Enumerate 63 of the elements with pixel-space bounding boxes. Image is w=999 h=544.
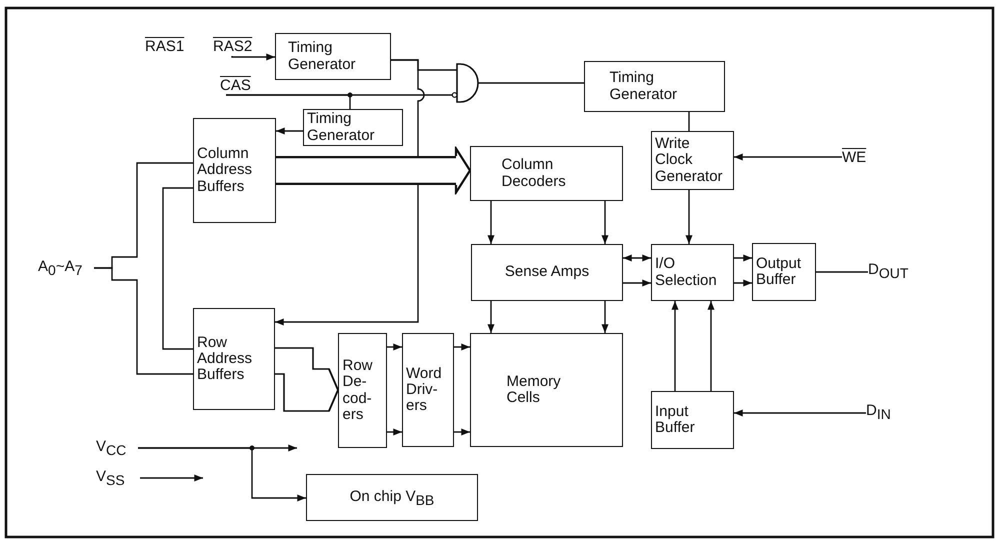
arrow xyxy=(734,280,752,286)
connector-line xyxy=(478,82,584,84)
arrow xyxy=(734,410,866,416)
arrow xyxy=(488,201,494,244)
function-block xyxy=(584,61,725,112)
connector-line xyxy=(688,112,690,131)
function-block xyxy=(303,109,403,146)
function-block xyxy=(651,131,734,190)
function-block xyxy=(651,244,734,301)
block-label: Column Decoders xyxy=(502,157,567,190)
function-block xyxy=(338,333,387,448)
block-label: Write Clock Generator xyxy=(655,136,724,185)
block-label: Timing Generator xyxy=(288,40,357,73)
block-label: Timing Generator xyxy=(307,111,376,144)
arrow xyxy=(686,190,692,244)
arrow xyxy=(602,201,608,244)
signal-label: CAS xyxy=(220,76,251,95)
connector-line xyxy=(816,271,868,273)
function-block xyxy=(470,333,623,447)
block-label: Sense Amps xyxy=(504,264,590,281)
arrow xyxy=(231,54,275,60)
block-label: Memory Cells xyxy=(506,374,562,406)
arrow xyxy=(734,254,752,262)
arrow xyxy=(623,254,651,262)
arrow xyxy=(454,428,470,436)
block-label: Row De- cod- ers xyxy=(342,358,374,423)
connector-line xyxy=(162,187,193,350)
block-label: Column Address Buffers xyxy=(197,146,254,195)
signal-label: WE xyxy=(842,148,866,167)
signal-label: RAS1 xyxy=(145,37,184,56)
function-block xyxy=(193,118,276,223)
function-block xyxy=(651,391,734,449)
function-block xyxy=(306,474,478,521)
block-label: I/O Selection xyxy=(655,256,718,289)
block-label: Row Address Buffers xyxy=(197,334,254,384)
connector-line xyxy=(226,94,351,109)
arrow xyxy=(138,447,306,502)
arrow xyxy=(602,301,608,333)
arrow xyxy=(276,128,303,134)
block-label: Timing Generator xyxy=(610,70,678,103)
arrow xyxy=(488,301,494,333)
arrow xyxy=(387,344,402,350)
arrow xyxy=(387,428,402,436)
block-label: Word Driv- ers xyxy=(406,366,443,414)
arrow xyxy=(672,301,678,391)
signal-label: RAS2 xyxy=(213,37,252,56)
arrow xyxy=(734,154,842,160)
function-block xyxy=(471,244,623,301)
bus-arrow xyxy=(274,347,339,412)
arrow xyxy=(140,474,203,482)
function-block xyxy=(470,146,623,201)
function-block xyxy=(402,333,454,447)
arrow xyxy=(454,344,470,350)
function-block xyxy=(752,243,816,301)
function-block xyxy=(275,33,391,80)
function-block xyxy=(193,308,275,410)
arrow xyxy=(275,59,425,326)
block-label: Output Buffer xyxy=(756,256,802,288)
connector-line xyxy=(94,267,193,375)
arrow xyxy=(623,280,651,286)
logic-gate-symbol xyxy=(452,63,478,103)
block-label: Input Buffer xyxy=(655,404,696,436)
arrow xyxy=(708,301,714,391)
